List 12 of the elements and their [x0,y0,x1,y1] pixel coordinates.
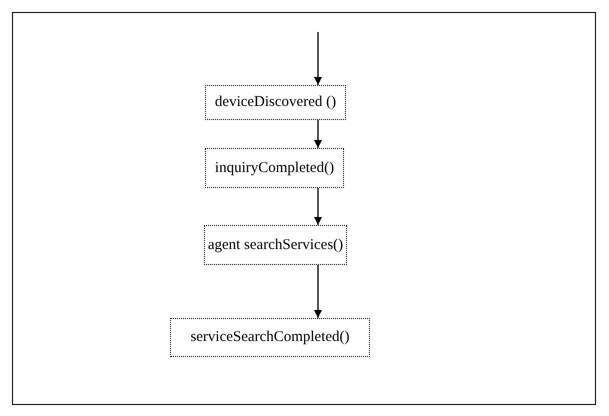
arrow [314,188,322,225]
method-label: agent searchServices() [208,236,344,254]
process-box [170,318,370,357]
method-label: inquiryCompleted() [214,160,334,176]
method-label: deviceDiscovered () [214,94,336,111]
arrow [314,265,322,318]
method-label: serviceSearchCompleted() [190,329,350,346]
process-box [205,85,346,120]
process-box [205,148,344,188]
arrow [314,32,322,85]
arrow [314,120,322,148]
process-box [204,225,347,265]
